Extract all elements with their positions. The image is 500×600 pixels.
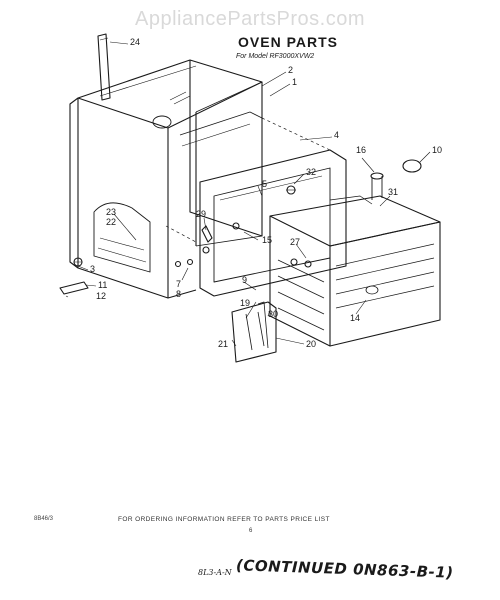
callout-24: 24 — [130, 37, 141, 47]
ordering-note: FOR ORDERING INFORMATION REFER TO PARTS … — [118, 516, 330, 523]
callout-15: 15 — [262, 235, 273, 245]
callout-30: 30 — [268, 309, 279, 319]
vent-opening — [152, 115, 172, 129]
callout-11: 11 — [98, 280, 108, 290]
callout-1: 1 — [292, 77, 298, 87]
callout-22: 22 — [106, 217, 117, 227]
page-number: 6 — [249, 528, 253, 534]
callout-23: 23 — [106, 207, 117, 217]
callout-2: 2 — [288, 65, 294, 75]
callout-3: 3 — [90, 264, 96, 274]
callout-12: 12 — [96, 291, 107, 301]
clip-11 — [59, 281, 89, 295]
callout-14: 14 — [350, 313, 361, 323]
callout-27: 27 — [290, 237, 301, 247]
cabinet-top-panel — [77, 59, 263, 129]
callout-5: 5 — [262, 179, 268, 189]
front-frame — [199, 149, 347, 297]
cabinet-back-panel — [189, 60, 263, 237]
callout-32: 32 — [306, 167, 317, 177]
callout-19: 19 — [240, 298, 251, 308]
callout-8: 8 — [176, 289, 182, 299]
callout-4: 4 — [334, 130, 340, 140]
hinge-bracket — [231, 301, 277, 363]
callout-7: 7 — [176, 279, 182, 289]
handwritten-note: 8L3-A-N — [198, 568, 232, 577]
oven-liner-right — [329, 221, 441, 347]
element-sleeve — [371, 176, 383, 200]
cabinet-inner-wall — [167, 112, 197, 299]
diagram-title: OVEN PARTS — [238, 34, 338, 50]
part-29 — [201, 225, 213, 243]
callout-9: 9 — [242, 275, 248, 285]
cabinet-left-edge — [69, 97, 79, 269]
callout-29: 29 — [196, 209, 207, 219]
watermark: AppliancePartsPros.com — [135, 8, 365, 30]
callout-31: 31 — [388, 187, 399, 197]
callout-21: 21 — [218, 339, 229, 349]
callout-16: 16 — [356, 145, 367, 155]
callout-20: 20 — [306, 339, 317, 349]
diagram-subtitle: For Model RF3000XVW2 — [236, 53, 315, 60]
callout-10: 10 — [432, 145, 443, 155]
bracket-24 — [97, 33, 111, 101]
oven-liner-front — [269, 216, 331, 347]
plug-10 — [402, 159, 422, 173]
document-number: 8B46/3 — [34, 516, 54, 522]
broiler-opening — [93, 202, 151, 273]
